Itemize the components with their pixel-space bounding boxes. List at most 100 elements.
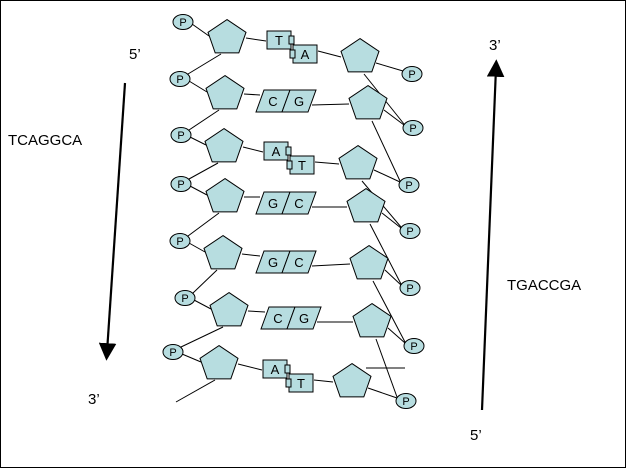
base-A-tab (285, 146, 292, 156)
base-C (281, 191, 317, 215)
left-sugar-pentagon (203, 234, 243, 270)
phosphate-sugar-bond (381, 212, 402, 229)
left-phosphate (170, 127, 192, 143)
sugar-base-bond (311, 103, 350, 106)
left-sugar-pentagon (205, 177, 245, 213)
right-phosphate-label: P (405, 180, 412, 192)
right-five-prime-label: 5’ (470, 427, 482, 444)
base-label-A: A (272, 144, 281, 159)
base-label-A: A (301, 47, 310, 62)
phosphate-sugar-bond (193, 299, 212, 310)
left-five-prime-label: 5’ (129, 46, 141, 63)
base-A-tab (289, 49, 296, 59)
base-G (281, 89, 317, 113)
base-label-C: C (294, 196, 303, 211)
left-backbone-line (192, 269, 218, 294)
phosphate-sugar-bond (384, 269, 402, 286)
left-backbone-line (188, 109, 220, 131)
left-sugar-pentagon (199, 344, 239, 380)
base-C (281, 250, 317, 274)
base-label-C: C (273, 311, 282, 326)
left-phosphate-label: P (179, 17, 186, 29)
right-sugar-pentagon (338, 144, 378, 180)
left-backbone-line (188, 162, 219, 180)
phosphate-sugar-bond (188, 80, 208, 93)
phosphate-sugar-bond (189, 185, 208, 196)
right-phosphate-label: P (406, 283, 413, 295)
phosphate-sugar-bond (375, 62, 404, 72)
right-phosphate (398, 177, 420, 193)
left-phosphate-label: P (177, 130, 184, 142)
left-phosphate (169, 71, 191, 87)
sugar-base-bond (242, 146, 264, 153)
left-backbone-line (187, 212, 220, 237)
left-sequence-label: TCAGGCA (8, 132, 82, 149)
left-sugar-pentagon (207, 18, 247, 54)
phosphate-sugar-bond (189, 136, 207, 146)
base-T-tab (288, 35, 295, 45)
sugar-base-bond (314, 161, 340, 165)
right-phosphate (399, 280, 421, 296)
sugar-base-bond (317, 50, 342, 58)
right-phosphate (395, 393, 417, 409)
base-label-T: T (298, 158, 306, 173)
left-phosphate (174, 290, 196, 306)
left-backbone-line (187, 53, 222, 75)
phosphate-sugar-bond (181, 353, 202, 363)
phosphate-sugar-bond (387, 327, 406, 344)
base-G (286, 306, 322, 330)
sugar-base-bond (247, 310, 266, 313)
right-backbone-line (372, 280, 406, 343)
base-label-G: G (299, 311, 309, 326)
base-label-A: A (271, 362, 280, 377)
sugar-base-bond (243, 93, 261, 96)
right-three-prime-label: 3’ (489, 37, 501, 54)
right-phosphate-label: P (402, 396, 409, 408)
phosphate-sugar-bond (373, 169, 401, 183)
right-backbone-line (371, 120, 401, 182)
right-phosphate (403, 338, 425, 354)
base-label-C: C (268, 94, 277, 109)
left-phosphate (162, 344, 184, 360)
right-sugar-pentagon (340, 37, 380, 73)
left-three-prime-label: 3’ (88, 391, 100, 408)
phosphate-sugar-bond (188, 242, 206, 253)
left-phosphate-label: P (177, 179, 184, 191)
base-label-G: G (294, 94, 304, 109)
right-phosphate-label: P (406, 226, 413, 238)
sugar-base-bond (237, 363, 263, 371)
right-phosphate (401, 66, 423, 82)
right-sequence-label: TGACCGA (507, 277, 581, 294)
base-T-tab (285, 378, 292, 388)
left-sugar-pentagon (204, 127, 244, 163)
right-sugar-pentagon (349, 244, 389, 280)
right-phosphate (399, 223, 421, 239)
sugar-base-bond (241, 253, 261, 257)
right-phosphate-label: P (409, 123, 416, 135)
right-phosphate-label: P (408, 69, 415, 81)
base-A-tab (284, 364, 291, 374)
phosphate-sugar-bond (383, 109, 405, 126)
right-phosphate-label: P (410, 341, 417, 353)
right-sugar-pentagon (352, 302, 392, 338)
left-sugar-pentagon (209, 291, 249, 327)
left-strand-arrow (98, 82, 127, 361)
sugar-base-bond (245, 37, 267, 42)
base-label-G: G (268, 255, 278, 270)
left-phosphate-label: P (181, 293, 188, 305)
left-phosphate-label: P (169, 347, 176, 359)
base-label-G: G (268, 196, 278, 211)
base-label-C: C (294, 255, 303, 270)
left-backbone-line (180, 326, 224, 348)
right-sugar-pentagon (348, 84, 388, 120)
right-sugar-pentagon (332, 362, 372, 398)
base-label-T: T (275, 33, 283, 48)
left-phosphate (170, 176, 192, 192)
right-sugar-pentagon (346, 187, 386, 223)
right-strand-arrow (480, 59, 505, 411)
phosphate-sugar-bond (191, 23, 210, 37)
right-phosphate (402, 120, 424, 136)
left-phosphate-label: P (176, 236, 183, 248)
